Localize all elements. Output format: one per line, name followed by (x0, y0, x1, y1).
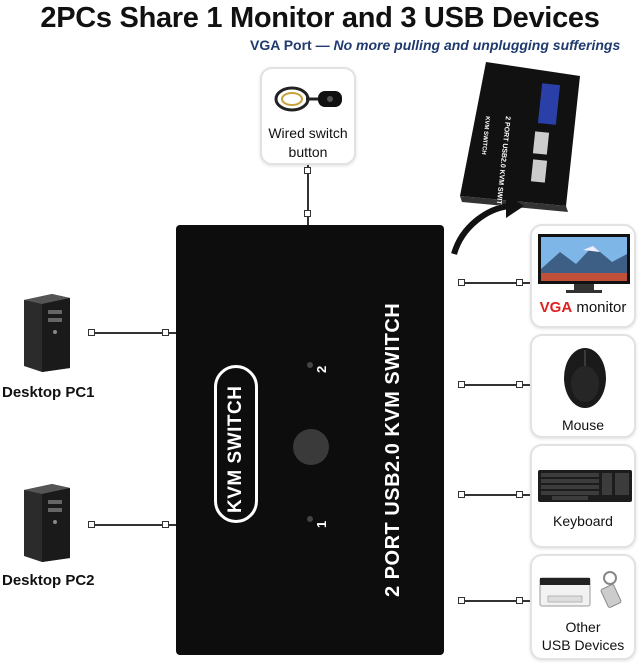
monitor-connector-end (516, 279, 523, 286)
wired-switch-icon (274, 86, 342, 112)
other-usb-card: Other USB Devices (530, 554, 636, 660)
other-connector-start (458, 597, 465, 604)
desktop-pc-icon (24, 484, 70, 562)
pc2-connector-end (162, 521, 169, 528)
desktop-pc1-label: Desktop PC1 (2, 384, 95, 401)
pc1-connector-line (92, 332, 176, 334)
mini-kvm-badge-text: KVM SWITCH (480, 116, 490, 155)
subtitle-port: VGA Port (250, 37, 312, 53)
subtitle-tagline: No more pulling and unplugging suffering… (333, 37, 621, 53)
keyboard-label: Keyboard (553, 513, 613, 529)
keyboard-connector-start (458, 491, 465, 498)
other-connector-line (462, 600, 530, 602)
kvm-badge-text: KVM SWITCH (225, 385, 246, 513)
other-usb-label-1: Other (565, 619, 601, 635)
kvm-switch-knob[interactable] (293, 429, 329, 465)
monitor-connector-line (462, 282, 530, 284)
switch-connector-line (307, 165, 309, 225)
wired-switch-label-1: Wired switch (268, 125, 348, 141)
page-subtitle: VGA Port — No more pulling and unpluggin… (250, 37, 620, 53)
kvm-switch-body: KVM SWITCH 2 1 2 PORT USB2.0 KVM SWITCH (176, 225, 444, 655)
pc2-connector-start (88, 521, 95, 528)
monitor-icon (538, 234, 630, 293)
mouse-connector-start (458, 381, 465, 388)
monitor-label-vga: VGA (539, 299, 573, 316)
monitor-label: VGA monitor (532, 298, 634, 317)
desktop-pc-icon (24, 294, 70, 372)
monitor-label-rest: monitor (572, 299, 627, 316)
wired-switch-card: Wired switch button (260, 67, 356, 165)
mouse-connector-end (516, 381, 523, 388)
subtitle-dash: — (311, 37, 334, 53)
mouse-label: Mouse (561, 417, 605, 433)
printer-usb-icon (539, 571, 622, 608)
wired-switch-label-2: button (288, 144, 328, 160)
keyboard-connector-line (462, 494, 530, 496)
pc1-connector-end (162, 329, 169, 336)
keyboard-icon (538, 470, 632, 502)
mouse-card: Mouse (530, 334, 636, 438)
mouse-icon (564, 348, 606, 408)
keyboard-card: Keyboard (530, 444, 636, 548)
pc1-connector-start (88, 329, 95, 336)
led-port-2 (307, 362, 313, 368)
switch-connector-start (304, 210, 311, 217)
monitor-connector-start (458, 279, 465, 286)
mouse-connector-line (462, 384, 530, 386)
page-title: 2PCs Share 1 Monitor and 3 USB Devices (40, 2, 600, 34)
kvm-product-image: 2 PORT USB2.0 KVM SWITCH KVM SWITCH (451, 62, 580, 255)
kvm-badge-outline (214, 365, 258, 523)
kvm-model-text: 2 PORT USB2.0 KVM SWITCH (382, 302, 404, 597)
led-port-1 (307, 516, 313, 522)
pc2-connector-line (92, 524, 176, 526)
port-2-label: 2 (314, 365, 329, 373)
switch-connector-end (304, 167, 311, 174)
desktop-pc2-label: Desktop PC2 (2, 572, 95, 589)
other-usb-label-2: USB Devices (541, 637, 625, 653)
port-1-label: 1 (314, 520, 329, 528)
monitor-card: VGA monitor (530, 224, 636, 328)
keyboard-connector-end (516, 491, 523, 498)
other-connector-end (516, 597, 523, 604)
